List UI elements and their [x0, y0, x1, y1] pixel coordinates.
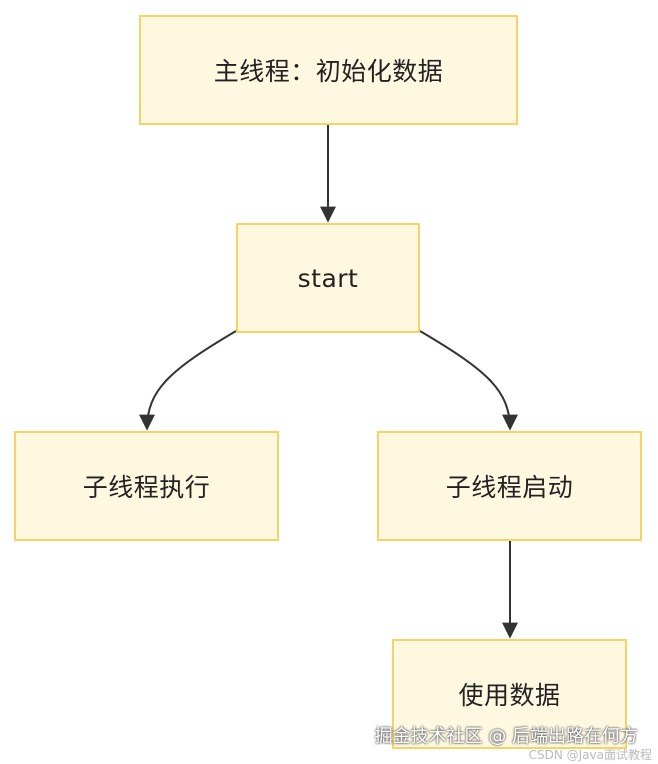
- node-start: start: [236, 223, 420, 333]
- watermark-primary: 掘金技术社区 @ 后端出路在何方: [374, 726, 638, 747]
- node-child-thread-launch: 子线程启动: [377, 431, 642, 541]
- edge-start-to-launch: [419, 330, 518, 431]
- node-label: 主线程：初始化数据: [213, 57, 444, 86]
- watermark-secondary: CSDN @Java面试教程: [528, 748, 652, 762]
- node-child-thread-exec: 子线程执行: [14, 431, 279, 541]
- node-label: 子线程启动: [445, 473, 574, 502]
- node-label: 子线程执行: [82, 473, 211, 502]
- node-label: start: [297, 263, 359, 293]
- node-use-data: 使用数据: [392, 639, 627, 749]
- node-main-thread-init: 主线程：初始化数据: [139, 15, 518, 125]
- edge-start-to-exec: [139, 330, 237, 431]
- node-label: 使用数据: [458, 681, 561, 710]
